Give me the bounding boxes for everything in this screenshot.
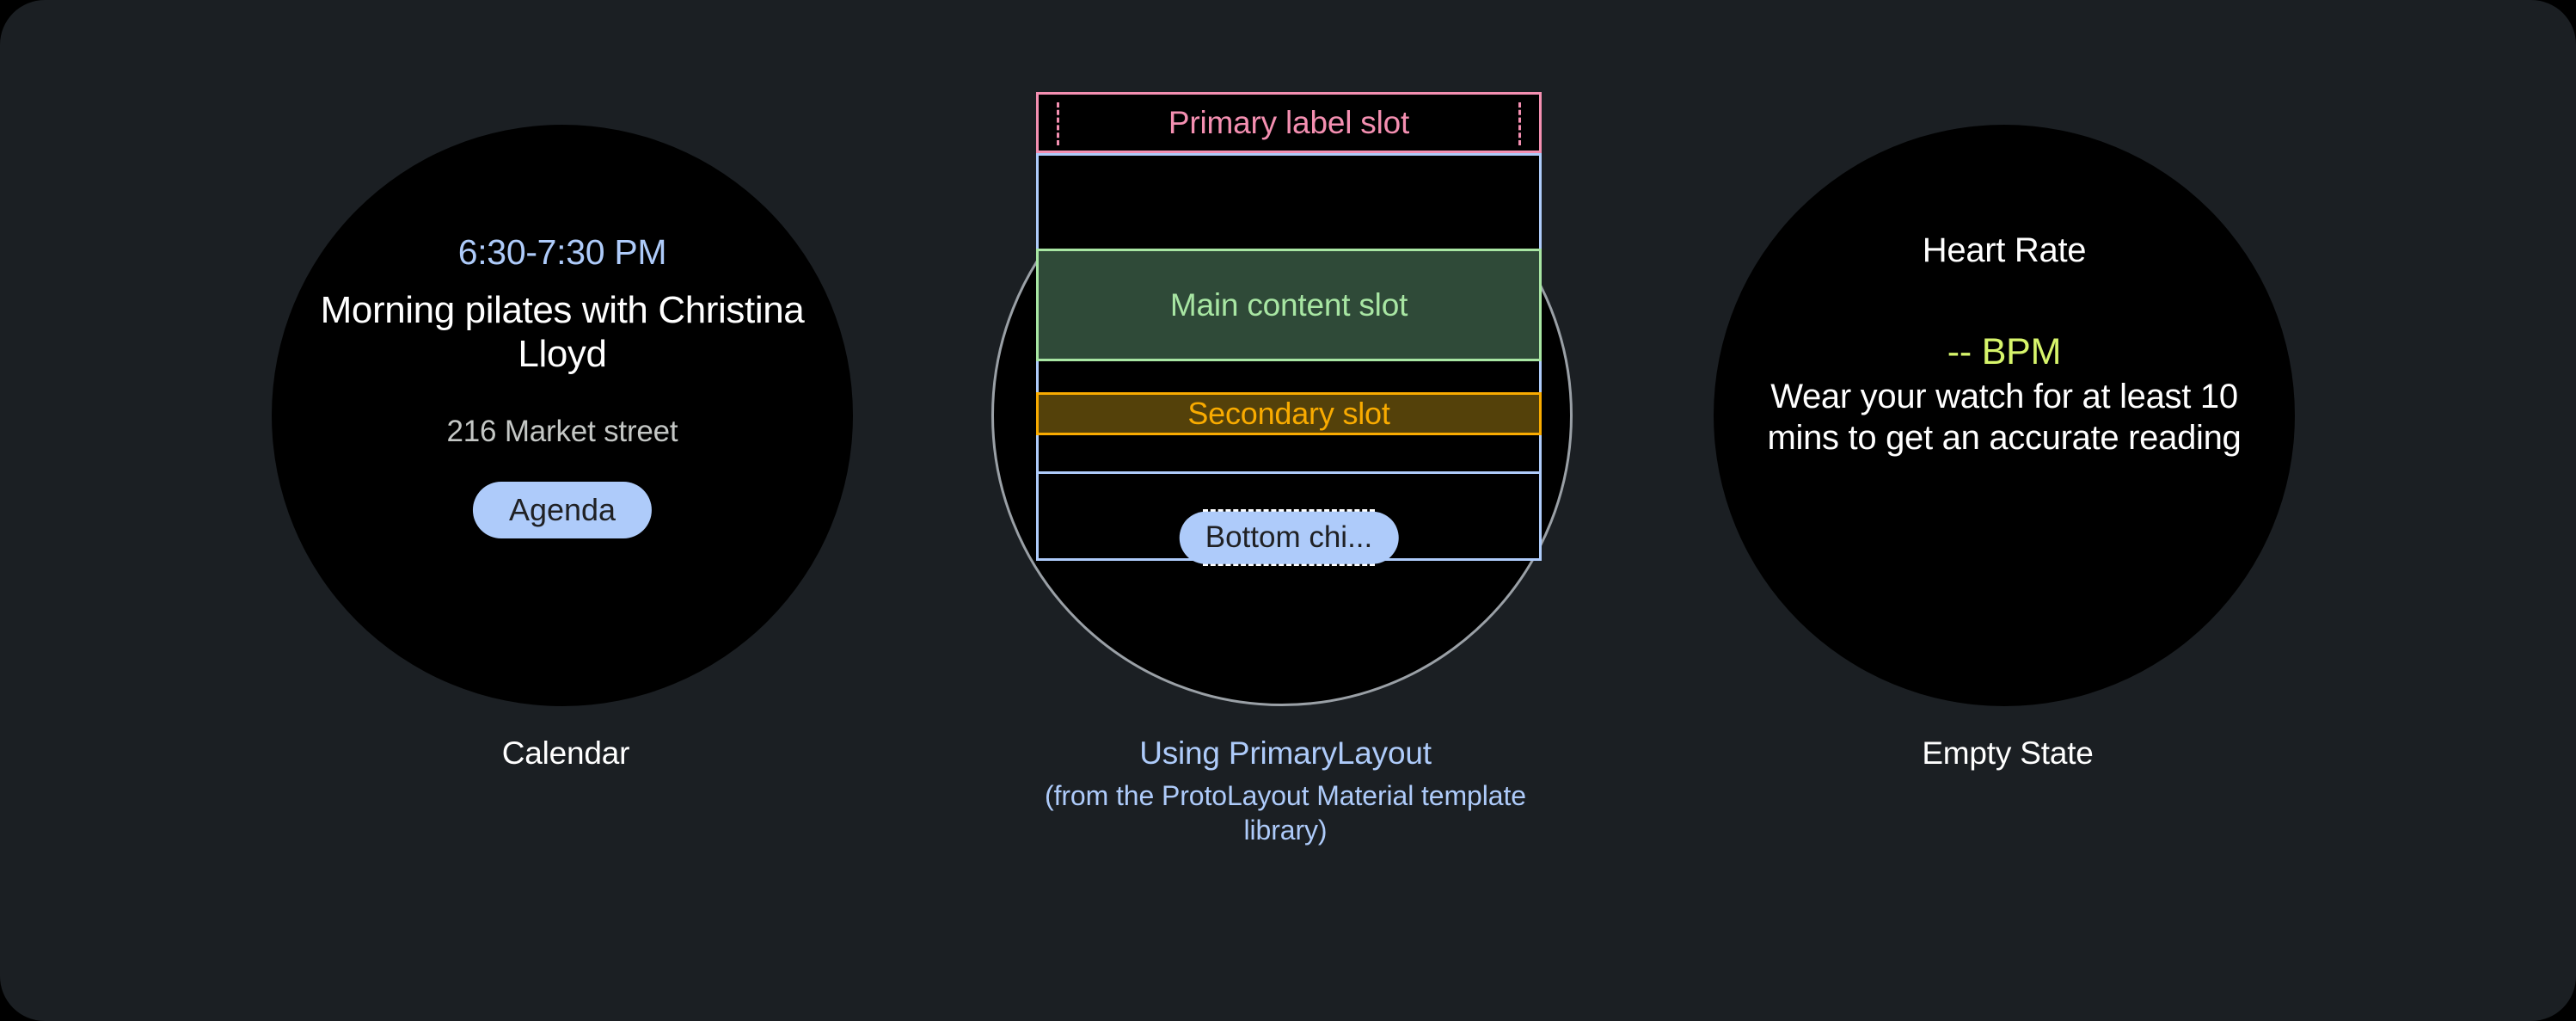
calendar-time-range: 6:30-7:30 PM bbox=[457, 232, 667, 272]
panel-empty-state: Heart Rate -- BPM Wear your watch for at… bbox=[1681, 0, 2334, 1021]
calendar-event-address: 216 Market street bbox=[446, 415, 678, 448]
slot-primary-label[interactable]: Primary label slot bbox=[1036, 92, 1542, 153]
watch-face-calendar[interactable]: 6:30-7:30 PM Morning pilates with Christ… bbox=[272, 125, 853, 706]
slot-divider-line bbox=[1036, 471, 1542, 474]
primary-label-margin-guide-right bbox=[1518, 102, 1521, 145]
caption-empty-state: Empty State bbox=[1922, 735, 2094, 771]
panel-primary-layout: Primary label slot Main content slot Sec… bbox=[959, 0, 1612, 1021]
slot-secondary[interactable]: Secondary slot bbox=[1036, 392, 1542, 435]
slot-content-container: Main content slot Secondary slot Bottom … bbox=[1036, 153, 1542, 566]
caption-primary-layout-sub: (from the ProtoLayout Material template … bbox=[1045, 780, 1526, 846]
heart-rate-value: -- BPM bbox=[1947, 331, 2062, 372]
calendar-event-title: Morning pilates with Christina Lloyd bbox=[320, 289, 805, 376]
watch-face-empty-state[interactable]: Heart Rate -- BPM Wear your watch for at… bbox=[1714, 125, 2295, 706]
slot-primary-label-text: Primary label slot bbox=[1168, 104, 1410, 140]
slot-main-content-text: Main content slot bbox=[1169, 286, 1408, 323]
agenda-chip-button[interactable]: Agenda bbox=[472, 482, 653, 538]
primary-label-margin-guide-left bbox=[1057, 102, 1059, 145]
slot-main-content[interactable]: Main content slot bbox=[1036, 249, 1542, 361]
bottom-chip-bounds-guide: Bottom chi... bbox=[1179, 509, 1399, 566]
panel-calendar: 6:30-7:30 PM Morning pilates with Christ… bbox=[239, 0, 892, 1021]
heart-rate-description: Wear your watch for at least 10 mins to … bbox=[1767, 378, 2242, 458]
caption-calendar: Calendar bbox=[501, 735, 630, 771]
slot-secondary-text: Secondary slot bbox=[1187, 396, 1390, 431]
bottom-chip-button[interactable]: Bottom chi... bbox=[1179, 511, 1399, 564]
caption-primary-layout: Using PrimaryLayout bbox=[1139, 735, 1432, 771]
heart-rate-title: Heart Rate bbox=[1922, 231, 2087, 269]
